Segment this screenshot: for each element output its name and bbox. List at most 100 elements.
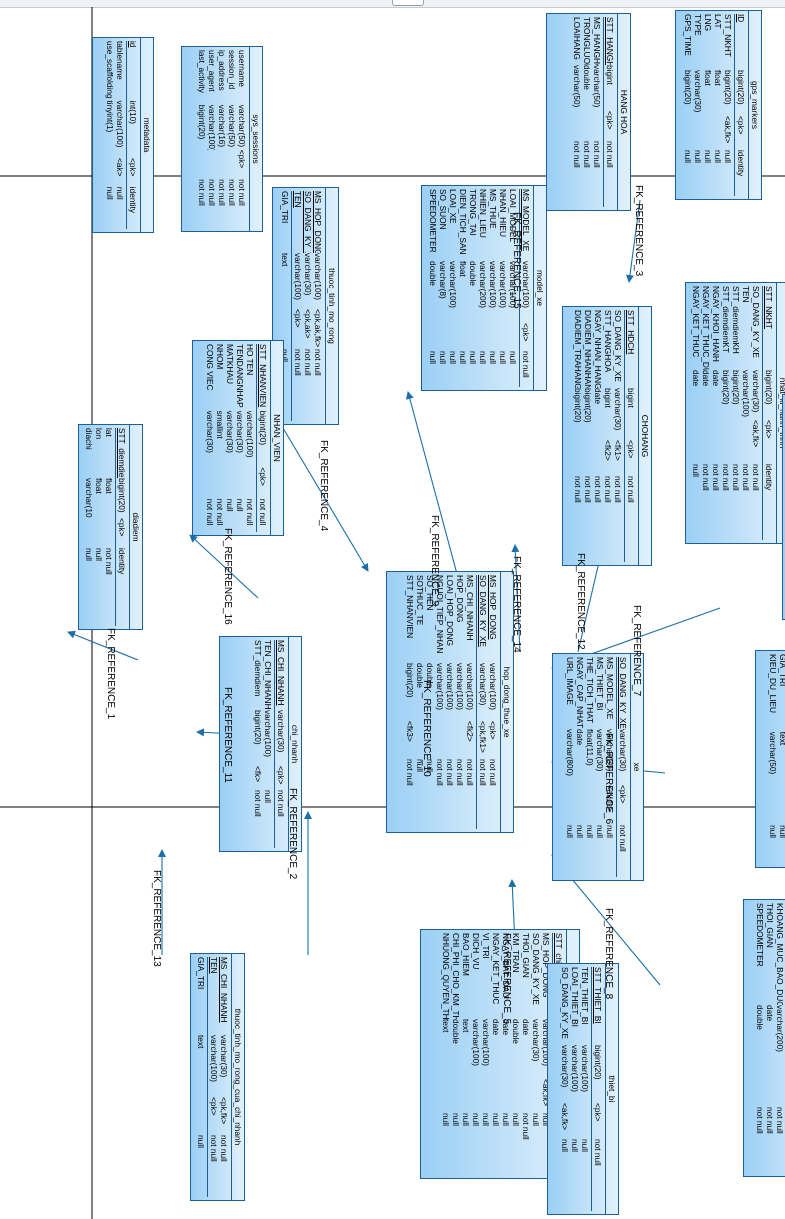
column-key: <fk3> xyxy=(405,721,415,742)
column-type: varchar(100) xyxy=(488,663,498,711)
column-name: TEN_THIET_BI xyxy=(580,967,590,1025)
column-key xyxy=(501,1079,511,1113)
column-key: <pk> xyxy=(521,323,531,342)
column-name: GPS_TIME xyxy=(683,14,693,56)
column-key: <ak> xyxy=(115,158,125,177)
column-null: null xyxy=(570,1139,580,1152)
column-key xyxy=(235,467,245,498)
column-key xyxy=(755,1069,765,1107)
column-type: date xyxy=(711,370,721,387)
column-type: bigint(20) xyxy=(723,70,733,105)
column-name: SO_DANG_KY_XE xyxy=(751,286,761,358)
column-null: not null xyxy=(593,1139,603,1166)
column-name: STT_NHANVIEN xyxy=(258,344,268,408)
column-name: DICH_VU xyxy=(471,933,481,970)
entity-bao-duong-xe[interactable]: bao_duong_xeSTT_KMBDbigint(20)<pk>identi… xyxy=(743,899,785,1177)
column-type: float xyxy=(458,261,468,277)
entity-title: thuoc_tinh_mo_rong_cua_chi_nhanh xyxy=(231,954,244,1200)
column-type: bigint(20) xyxy=(253,710,263,745)
toolbar-button[interactable] xyxy=(392,0,424,6)
column-key xyxy=(731,420,741,464)
column-key xyxy=(488,323,498,351)
column-null: not null xyxy=(721,464,731,491)
column-name: NGAY_CAP_NHAT xyxy=(575,657,585,729)
column-null: null xyxy=(458,351,468,364)
entity-nhat-ki-hanh-trinh[interactable]: nhat_ki_hanh_trinhSTT_NKHTbigint(20)<pk>… xyxy=(685,282,785,544)
column-type: varchar(100) xyxy=(207,104,217,150)
column-type: varchar(30) xyxy=(560,1045,570,1088)
column-key xyxy=(84,518,94,548)
column-name: CHI_PHI_CHO_KM_THEM xyxy=(451,933,461,1019)
column-null: identity xyxy=(764,464,774,491)
column-null: not null xyxy=(313,349,323,376)
column-null: not null xyxy=(626,476,636,503)
column-type: float xyxy=(104,478,114,494)
column-key xyxy=(471,1079,481,1113)
column-name: MS_MODEL_XE xyxy=(605,657,615,720)
column-null: not null xyxy=(258,498,268,526)
column-type: text xyxy=(196,1035,206,1049)
column-key xyxy=(741,420,751,464)
column-null: not null xyxy=(582,141,592,168)
column-name: NGAY_KET_THUC xyxy=(491,933,501,1005)
column-name: TENDANGNHAP xyxy=(235,344,245,408)
column-name: use_scaffolding xyxy=(105,41,115,99)
column-null: not null xyxy=(521,351,531,378)
fk-reference-label: FK_REFERENCE_14 xyxy=(511,556,522,653)
column-name: SO_DANG_KY_XE xyxy=(613,310,623,382)
column-null: not null xyxy=(104,548,114,575)
column-name: SO_DANG_KY_XE xyxy=(303,191,313,253)
entity-title: sys_sessions xyxy=(249,47,262,231)
column-null: null xyxy=(471,1113,481,1126)
column-type: varchar(100) xyxy=(209,1035,219,1083)
column-type: varchar(100) xyxy=(481,1019,491,1067)
column-type: varchar(50) xyxy=(572,65,582,108)
column-null: null xyxy=(498,351,508,364)
column-key xyxy=(691,420,701,464)
column-null: not null xyxy=(405,759,415,786)
column-null: not null xyxy=(245,498,255,526)
column-null: null xyxy=(491,1113,501,1126)
column-key xyxy=(508,323,518,351)
column-type: varchar(30) xyxy=(303,253,313,296)
column-null: not null xyxy=(488,759,498,786)
fk-reference-label: FK_REFERENCE_12 xyxy=(575,553,586,650)
column-null: identity xyxy=(117,548,127,575)
fk-reference-label: FK_REFERENCE_16 xyxy=(222,528,233,625)
column-type: date xyxy=(691,370,701,387)
column-key: <pk> xyxy=(593,1103,603,1122)
column-null: not null xyxy=(603,476,613,503)
column-key: <pk,fk1> xyxy=(478,721,488,753)
column-type: date xyxy=(701,370,711,387)
column-type: varchar(100) xyxy=(245,410,255,458)
column-key xyxy=(701,420,711,464)
entity-lich-su-cap-nhat-xe[interactable]: lich_su_cap_nhat_xeSTT_CAP_NHATbigint(20… xyxy=(755,650,785,868)
